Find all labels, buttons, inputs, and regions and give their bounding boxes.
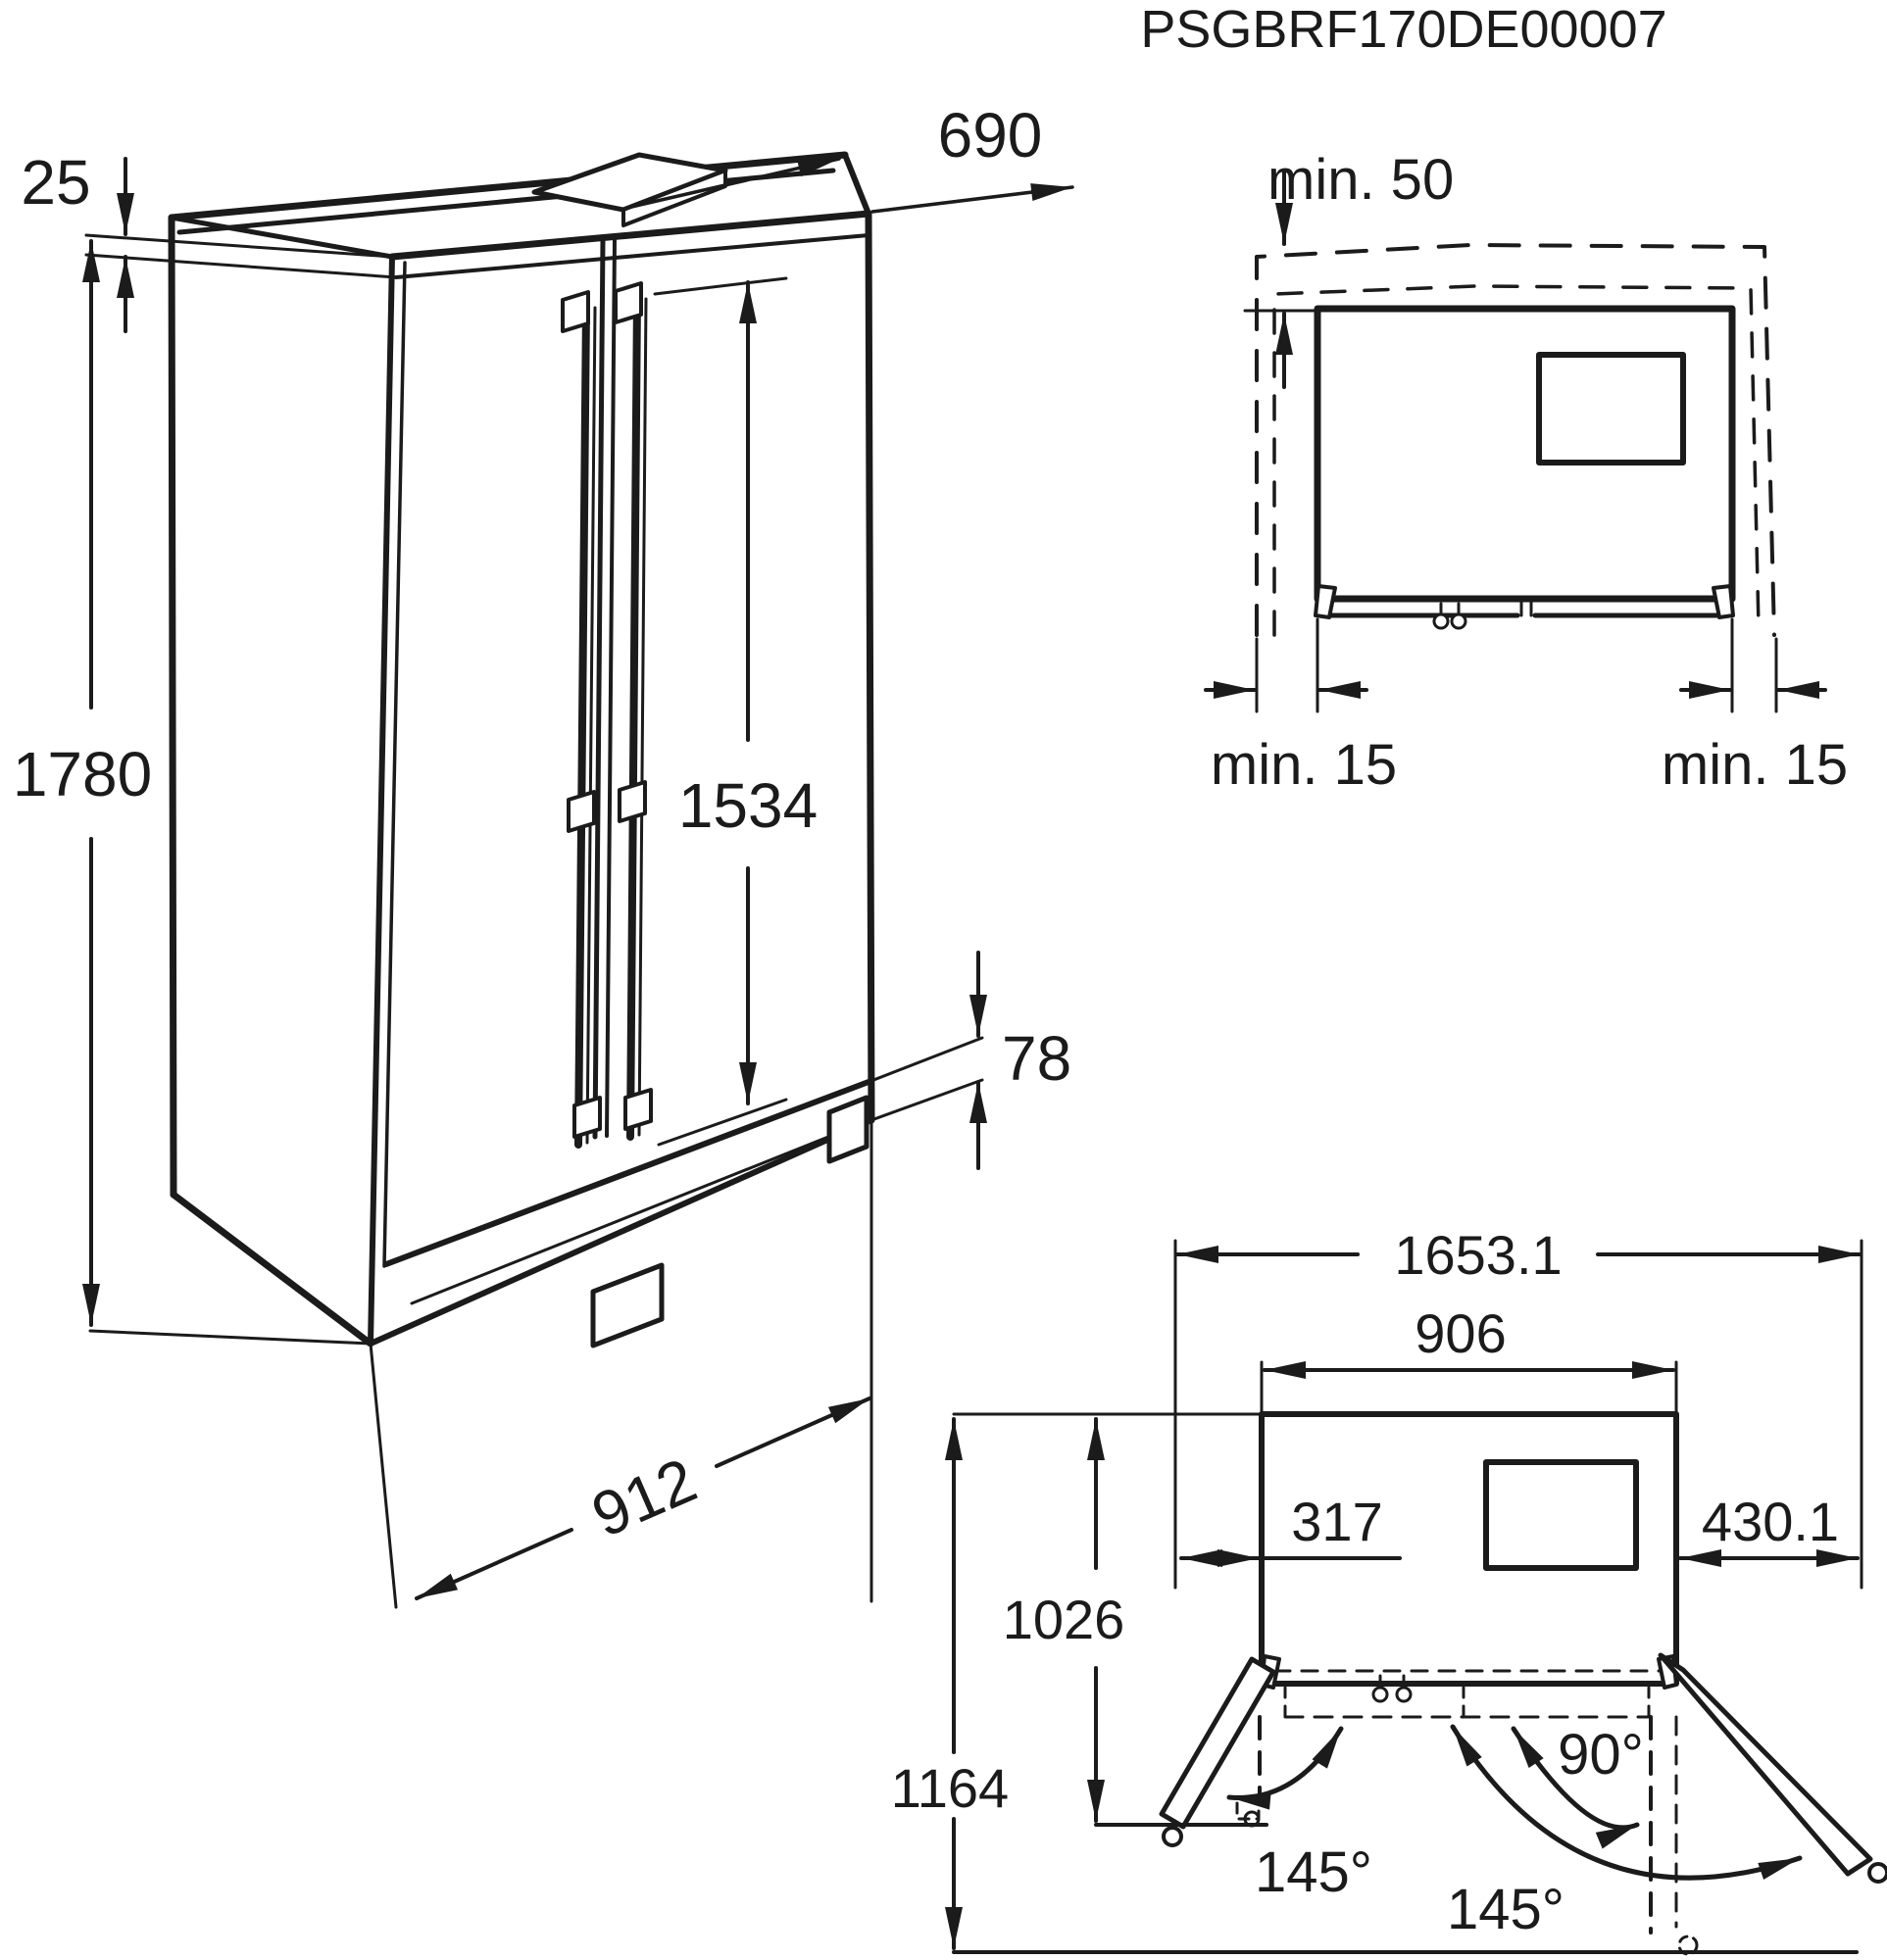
dim-label-depth: 690 xyxy=(938,100,1043,171)
dim-label-cabinet-width: 906 xyxy=(1415,1302,1506,1364)
center-hinge-pin xyxy=(1371,1686,1389,1703)
dim-label-right-clearance: min. 15 xyxy=(1662,733,1848,797)
dim-total-height: 1780 xyxy=(13,239,152,1327)
dim-label-left-door-projection: 317 xyxy=(1291,1491,1382,1552)
niche-dashed-outline xyxy=(1255,243,1776,637)
angle-label-145-left: 145° xyxy=(1255,1840,1372,1904)
dim-label-top-offset: 25 xyxy=(21,147,90,218)
dim-max-width-open: 1653.1 xyxy=(1173,1224,1863,1590)
door-handles xyxy=(561,281,653,1149)
dim-width: 912 xyxy=(369,1118,873,1609)
isometric-view: 25 690 1534 1780 78 xyxy=(13,100,1074,1609)
dim-depth-doors-90: 1026 xyxy=(1003,1417,1268,1827)
dim-label-total-height: 1780 xyxy=(13,739,152,809)
center-hinge-pin xyxy=(1432,612,1450,630)
right-door-hinge xyxy=(1712,584,1735,619)
model-number-title: PSGBRF170DE00007 xyxy=(1140,0,1666,59)
dim-depth: 690 xyxy=(625,100,1074,214)
dim-right-door-projection: 430.1 xyxy=(1678,1491,1860,1567)
left-door-hinge xyxy=(1314,584,1337,619)
dim-label-left-clearance: min. 15 xyxy=(1211,733,1397,797)
compressor-box xyxy=(1483,1459,1639,1571)
center-hinge-pin xyxy=(1450,612,1467,630)
angle-label-145-right: 145° xyxy=(1447,1878,1564,1941)
dim-rear-clearance: min. 50 xyxy=(1243,148,1454,389)
center-hinge-pin xyxy=(1395,1686,1413,1703)
dim-plinth-height: 78 xyxy=(867,951,1071,1170)
swing-body-outline xyxy=(952,1411,1679,1719)
right-door-open-145 xyxy=(1658,1652,1887,1884)
fridge-cabinet-outline xyxy=(88,151,875,1348)
top-clearance-view: min. 50 min. 15 min. 15 xyxy=(1204,148,1848,797)
plinth-feet xyxy=(590,1095,869,1348)
dim-label-right-door-projection: 430.1 xyxy=(1702,1491,1839,1552)
dim-label-depth-doors-145: 1164 xyxy=(891,1757,1009,1819)
dim-label-max-width-open: 1653.1 xyxy=(1394,1224,1562,1286)
dim-label-rear-clearance: min. 50 xyxy=(1267,148,1454,212)
dim-label-width: 912 xyxy=(582,1445,707,1551)
door-swing-view: 90° 145° 145° 1653.1 906 317 430.1 xyxy=(891,1224,1887,1956)
fridge-top-outline xyxy=(1314,305,1736,630)
dim-left-door-projection: 317 xyxy=(1179,1491,1402,1567)
dim-label-depth-doors-90: 1026 xyxy=(1003,1589,1125,1650)
dim-top-offset: 25 xyxy=(21,147,398,333)
angle-label-90: 90° xyxy=(1558,1723,1644,1787)
dim-label-plinth-height: 78 xyxy=(1002,1023,1071,1094)
dim-cabinet-width: 906 xyxy=(1260,1302,1678,1419)
swing-arcs: 90° 145° 145° xyxy=(1226,1723,1803,1941)
fridge-doors xyxy=(394,233,870,1140)
left-door-open-145 xyxy=(1159,1656,1276,1847)
dim-label-handle-height: 1534 xyxy=(678,770,818,841)
dim-side-clearances: min. 15 min. 15 xyxy=(1204,617,1848,797)
dim-depth-doors-145: 1164 xyxy=(891,1417,1859,1954)
dim-handle-height: 1534 xyxy=(653,276,818,1147)
compressor-box xyxy=(1536,352,1686,466)
